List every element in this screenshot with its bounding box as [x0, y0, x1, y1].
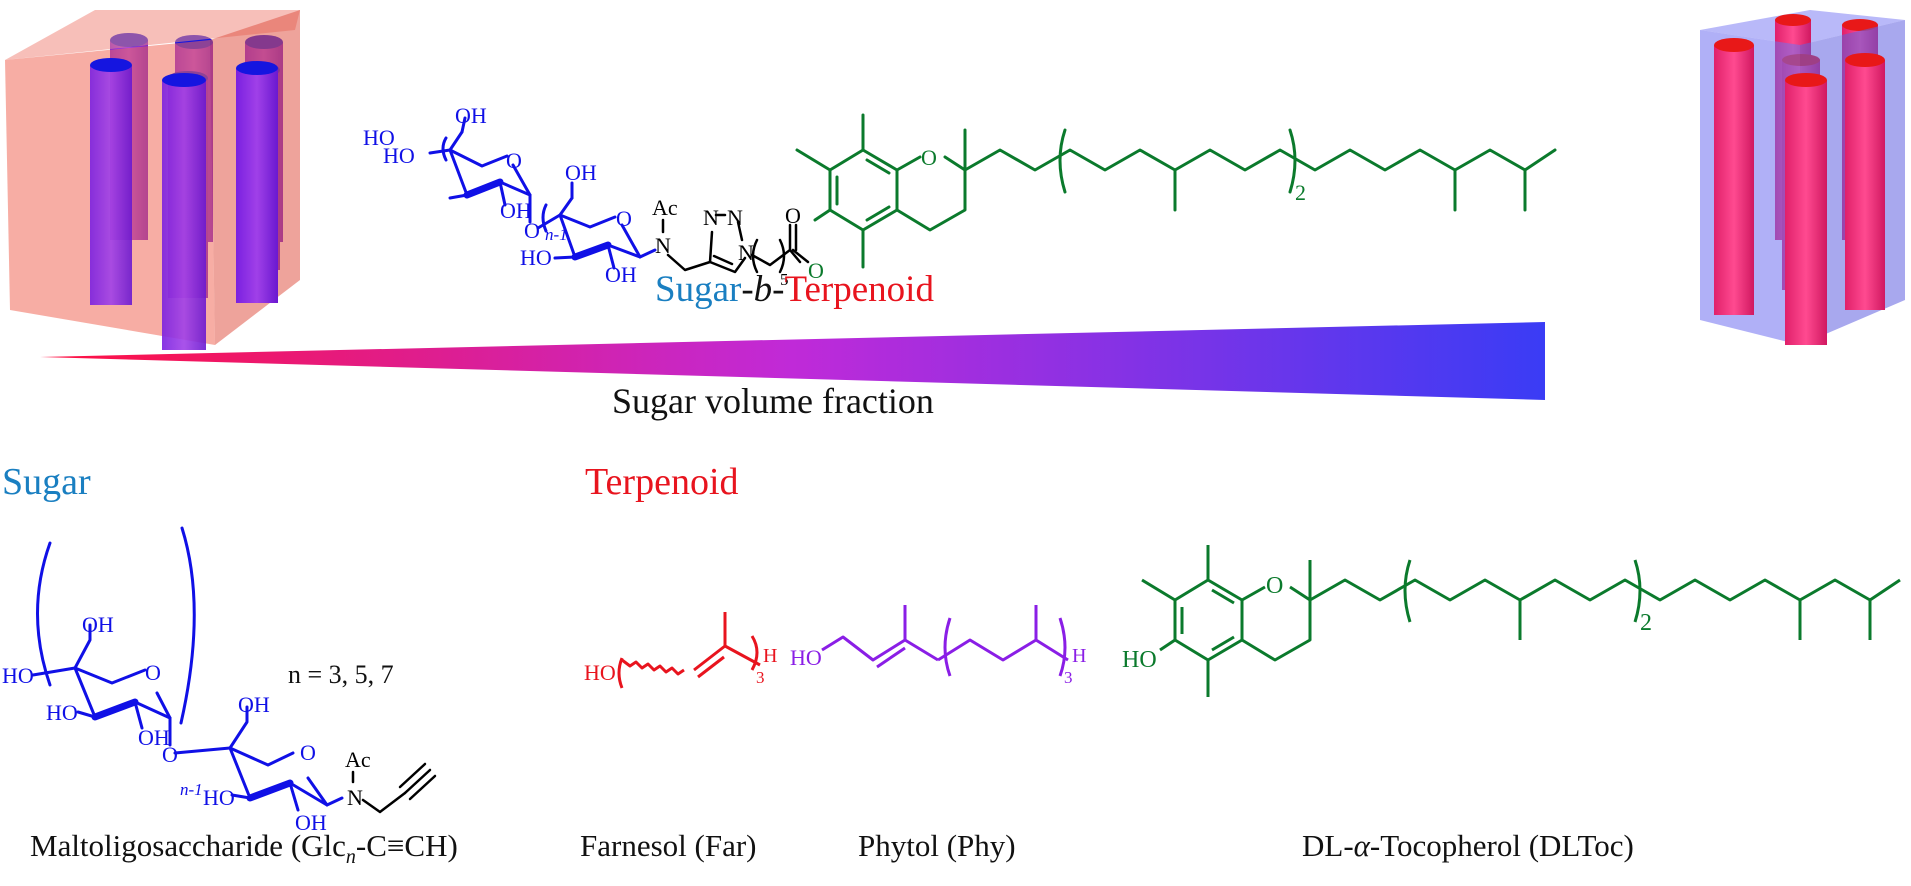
section-sugar: Sugar [2, 461, 91, 503]
atom-label: O [808, 258, 824, 283]
caption-maltoligosaccharide: Maltoligosaccharide (Glcn-C≡CH) [30, 828, 458, 869]
subscript-label: 3 [756, 668, 765, 687]
atom-label: O [921, 145, 937, 170]
sugar-b-terpenoid-structure [428, 113, 1557, 274]
atom-label: OH [82, 612, 114, 637]
atom-label: N [738, 240, 754, 265]
n-values: n = 3, 5, 7 [288, 660, 394, 689]
atom-label: N [727, 205, 743, 230]
atom-label: O [1266, 573, 1284, 599]
block-copolymer-title: Sugar-b-Terpenoid [655, 268, 934, 311]
atom-label: HO [1122, 647, 1157, 673]
caption-subscript: n [345, 846, 356, 869]
top-sugar-part [428, 116, 657, 270]
subscript-label: 3 [1064, 668, 1073, 687]
title-sugar: Sugar [655, 269, 742, 310]
atom-label: OH [455, 103, 487, 128]
atom-label: N [655, 233, 671, 258]
atom-label: O [300, 740, 316, 765]
atom-label: OH [605, 262, 637, 287]
farnesol-structure [617, 612, 761, 689]
atom-label: HO [363, 125, 395, 150]
subscript-label: 2 [1295, 180, 1306, 205]
top-linker-part [661, 213, 810, 274]
tocopherol-structure [1141, 545, 1901, 697]
atom-label: Ac [652, 195, 678, 220]
atom-label: O [524, 218, 540, 243]
atom-label: HO [790, 645, 822, 670]
caption-text: Tocopherol (DLToc) [1380, 828, 1634, 863]
caption-text: DL [1302, 828, 1344, 863]
atom-label: HO [520, 245, 552, 270]
caption-farnesol: Farnesol (Far) [580, 828, 757, 863]
phytol-structure [821, 605, 1069, 677]
subscript-label: n-1 [545, 225, 568, 244]
atom-label: HO [46, 700, 78, 725]
gradient-label: Sugar volume fraction [612, 381, 934, 421]
atom-label: OH [295, 810, 327, 835]
atom-label: H [1072, 645, 1087, 667]
atom-label: H [763, 645, 778, 667]
caption-phytol: Phytol (Phy) [858, 828, 1016, 863]
atom-label: O [145, 660, 161, 685]
atom-label: OH [565, 160, 597, 185]
atom-label: O [162, 742, 178, 767]
caption-text: Maltoligosaccharide (Glc [30, 828, 346, 863]
section-terpenoid: Terpenoid [585, 461, 739, 503]
subscript-label: 5 [780, 270, 789, 289]
volume-fraction-wedge [40, 322, 1545, 400]
atom-label: HO [584, 660, 616, 685]
cube-terpenoid-cylinders [1700, 10, 1905, 345]
top-tocopherol-part [795, 113, 1557, 269]
atom-label: O [506, 148, 522, 173]
title-b: -b- [741, 269, 785, 310]
atom-label: HO [383, 143, 415, 168]
atom-label: O [785, 203, 801, 228]
atom-label: HO [203, 785, 235, 810]
caption-tocopherol: DL-α-Tocopherol (DLToc) [1302, 828, 1634, 864]
atom-label: HO [2, 663, 34, 688]
atom-label: OH [500, 198, 532, 223]
cube-sugar-cylinders [5, 10, 300, 350]
atom-label: OH [238, 692, 270, 717]
title-terpenoid: Terpenoid [784, 269, 934, 310]
atom-label: Ac [345, 747, 371, 772]
atom-label: N [347, 785, 363, 810]
subscript-label: 2 [1640, 610, 1652, 636]
caption-text: -α- [1343, 828, 1381, 863]
subscript-label: n-1 [180, 780, 203, 799]
atom-label: OH [138, 725, 170, 750]
caption-text: -C≡CH) [355, 828, 458, 863]
maltoligosaccharide-structure [31, 526, 437, 814]
atom-label: N [703, 205, 719, 230]
atom-label: O [616, 206, 632, 231]
cylinders-front [90, 58, 278, 350]
